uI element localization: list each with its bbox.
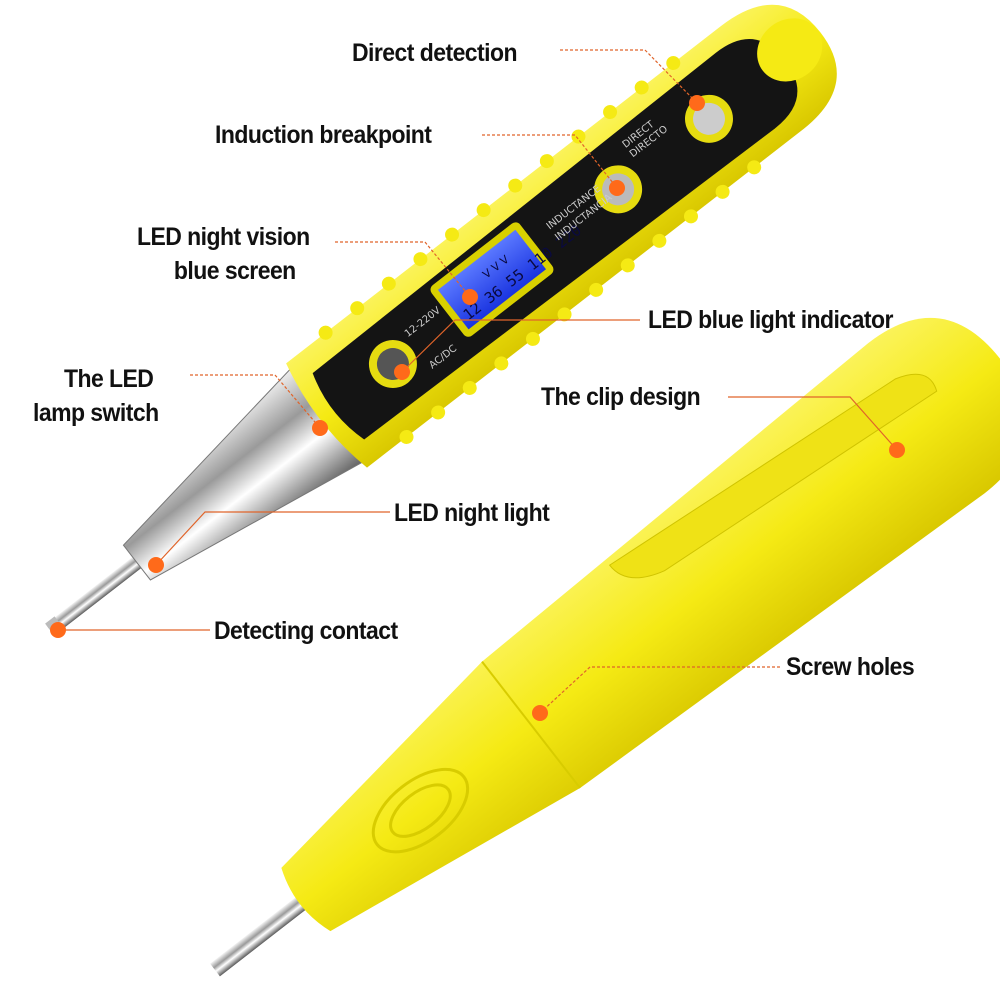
label-screw-holes: Screw holes	[786, 653, 915, 681]
pocket-clip[interactable]	[608, 340, 939, 615]
label-led-blue-light-indicator: LED blue light indicator	[648, 306, 893, 334]
screwdriver-blade	[210, 884, 323, 977]
marker-dots	[50, 95, 905, 721]
yellow-body	[281, 317, 1000, 932]
probe-tip	[45, 544, 158, 636]
label-detecting-contact: Detecting contact	[214, 617, 398, 645]
tester-pen-back	[210, 317, 1000, 977]
yellow-cap	[757, 18, 823, 82]
label-line-1: LED night vision	[137, 223, 310, 251]
label-clip-design: The clip design	[541, 383, 701, 411]
label-line-2: blue screen	[173, 257, 296, 285]
label-led-night-light: LED night light	[394, 499, 550, 527]
lcd-screen	[437, 229, 547, 330]
label-led-night-vision: LED night vision blue screen	[137, 220, 310, 288]
label-line-2: lamp switch	[33, 399, 159, 427]
label-direct-detection: Direct detection	[352, 39, 518, 67]
digital-tester-pen: 12 36 55 110 220 V V V 12-220V AC/DC IND…	[45, 4, 837, 637]
leader-lines	[58, 49, 898, 714]
black-panel	[312, 39, 798, 440]
label-led-lamp-switch: The LED lamp switch	[33, 362, 159, 430]
label-line-1: The LED	[63, 365, 154, 393]
label-induction-breakpoint: Induction breakpoint	[215, 121, 432, 149]
grip-pattern	[371, 767, 470, 854]
